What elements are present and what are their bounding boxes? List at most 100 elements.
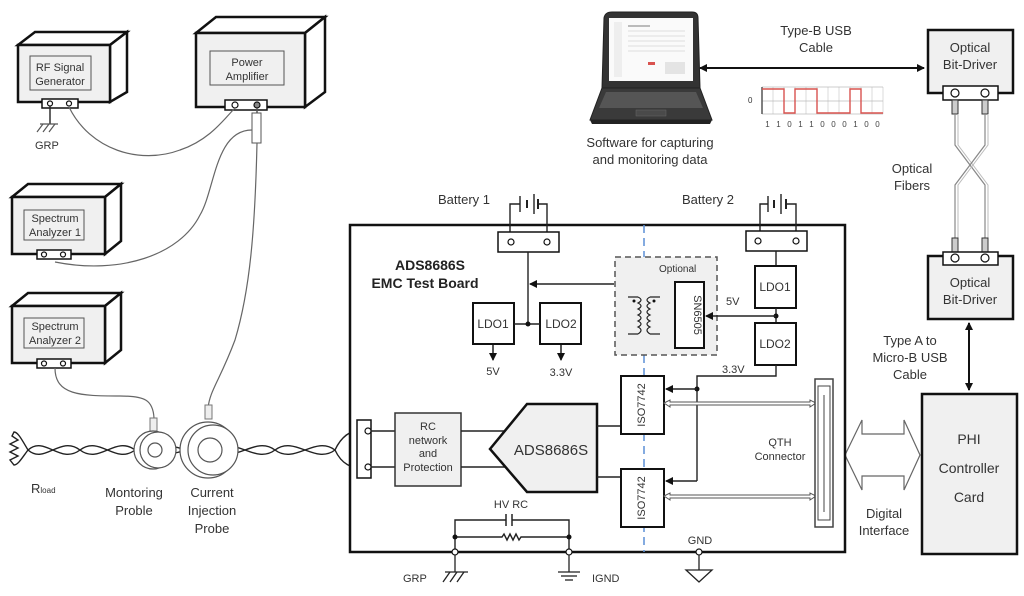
ldo1-right-label: LDO1 bbox=[759, 280, 791, 294]
waveform-bit-label: 0 bbox=[831, 120, 836, 129]
usb-a-label-2: Micro-B USB bbox=[872, 350, 947, 365]
digital-interface-arrow bbox=[844, 419, 921, 491]
injection-probe-label-2: Injection bbox=[188, 503, 236, 518]
rf-generator-port-panel bbox=[41, 98, 79, 109]
waveform-bit-label: 1 bbox=[798, 120, 803, 129]
transformer-icon bbox=[628, 296, 660, 335]
rc-label-4: Protection bbox=[403, 462, 453, 474]
iso7742-bottom bbox=[620, 468, 665, 528]
coupler-to-sa1-cable bbox=[54, 129, 253, 267]
iso-bottom-label: ISO7742 bbox=[636, 476, 648, 519]
monitoring-probe-label-1: Montoring bbox=[105, 485, 163, 500]
5v-right-label: 5V bbox=[726, 296, 740, 308]
rc-label-1: RC bbox=[420, 421, 436, 433]
waveform-bit-label: 0 bbox=[842, 120, 847, 129]
ground-signal-icon bbox=[684, 548, 714, 583]
port-icon bbox=[40, 360, 48, 367]
rload-label: Rload bbox=[31, 481, 56, 496]
battery-1-label: Battery 1 bbox=[438, 192, 490, 207]
waveform-bit-label: 1 bbox=[776, 120, 781, 129]
fibers-label-1: Optical bbox=[892, 161, 933, 176]
digital-interface-label-2: Interface bbox=[859, 523, 910, 538]
controller-label-1: PHI bbox=[957, 431, 980, 447]
adc-ads8686s bbox=[488, 402, 599, 494]
grp-label-bottom: GRP bbox=[403, 573, 427, 585]
port-icon bbox=[253, 101, 261, 109]
rf-generator-label-2: Generator bbox=[35, 76, 85, 88]
rf-generator-label-1: RF Signal bbox=[36, 62, 84, 74]
current-injection-probe bbox=[179, 404, 239, 479]
ldo2-right-label: LDO2 bbox=[759, 337, 791, 351]
power-amplifier-label-1: Power bbox=[231, 57, 263, 69]
port-icon bbox=[231, 101, 239, 109]
sa1-label-2: Analyzer 1 bbox=[29, 227, 81, 239]
ignd-label: IGND bbox=[592, 573, 620, 585]
33v-right-label: 3.3V bbox=[722, 364, 745, 376]
board-title-2: EMC Test Board bbox=[371, 275, 478, 291]
optical-bit-driver-top: Optical Bit-Driver bbox=[926, 28, 1015, 115]
bit-driver-bottom-label-1: Optical bbox=[950, 275, 991, 290]
rf-to-pa-cable bbox=[68, 106, 236, 157]
controller-label-3: Card bbox=[954, 489, 984, 505]
ldo1-right bbox=[754, 265, 797, 309]
injection-probe-label-1: Current bbox=[190, 485, 234, 500]
optical-port-icon bbox=[980, 88, 990, 98]
optical-fibers bbox=[954, 114, 989, 238]
battery-2-icon bbox=[759, 194, 797, 236]
gnd-label: GND bbox=[688, 535, 713, 547]
sa2-to-monitoring-probe-cable bbox=[54, 367, 155, 419]
spectrum-analyzer-1: Spectrum Analyzer 1 bbox=[8, 181, 125, 260]
waveform-bit-label: 1 bbox=[765, 120, 770, 129]
port-icon bbox=[46, 100, 54, 107]
sn6505-label: SN6505 bbox=[691, 295, 703, 335]
waveform-trace bbox=[762, 88, 883, 114]
rload-resistor-icon bbox=[8, 431, 29, 466]
injection-probe-label-3: Probe bbox=[195, 521, 230, 536]
digital-interface-label-1: Digital bbox=[866, 506, 902, 521]
power-amplifier: Power Amplifier bbox=[192, 14, 329, 144]
ldo2-left-label: LDO2 bbox=[545, 317, 577, 331]
usb-b-label-2: Cable bbox=[799, 40, 833, 55]
port-icon bbox=[65, 100, 73, 107]
optical-port-icon bbox=[950, 253, 960, 263]
optional-label: Optional bbox=[659, 264, 696, 275]
waveform-bit-label: 1 bbox=[809, 120, 814, 129]
port-icon bbox=[59, 360, 67, 367]
qth-label-2: Connector bbox=[755, 451, 806, 463]
software-label-1: Software for capturing bbox=[586, 135, 713, 150]
battery-1-icon bbox=[509, 194, 548, 236]
bit-driver-top-label-2: Bit-Driver bbox=[943, 57, 998, 72]
waveform-bit-label: 0 bbox=[820, 120, 825, 129]
monitoring-probe bbox=[133, 417, 177, 470]
optional-isolated-supply: Optional SN6505 bbox=[614, 256, 718, 356]
ground-chassis-icon bbox=[36, 123, 58, 133]
phi-controller-card: PHI Controller Card bbox=[920, 392, 1019, 556]
ground-earth-icon bbox=[558, 555, 580, 581]
rc-network-protection bbox=[394, 412, 462, 487]
hv-rc-label: HV RC bbox=[494, 499, 528, 511]
ldo1-left-output: 5V bbox=[486, 366, 500, 378]
port-icon bbox=[59, 251, 67, 258]
port-icon bbox=[40, 251, 48, 258]
sa1-label-1: Spectrum bbox=[31, 213, 78, 225]
usb-a-label-3: Cable bbox=[893, 367, 927, 382]
ground-chassis-icon bbox=[442, 555, 468, 583]
adc-label: ADS8686S bbox=[514, 442, 588, 459]
coupler-icon bbox=[251, 112, 262, 144]
rc-label-2: network bbox=[409, 435, 448, 447]
waveform-bit-label: 0 bbox=[864, 120, 869, 129]
optical-port-icon bbox=[950, 88, 960, 98]
power-amplifier-label-2: Amplifier bbox=[226, 71, 269, 83]
usb-a-label-1: Type A to bbox=[883, 333, 937, 348]
battery-2-label: Battery 2 bbox=[682, 192, 734, 207]
ldo1-left-label: LDO1 bbox=[477, 317, 509, 331]
waveform-bit-label: 1 bbox=[853, 120, 858, 129]
monitoring-probe-label-2: Proble bbox=[115, 503, 153, 518]
bit-driver-bottom-label-2: Bit-Driver bbox=[943, 292, 998, 307]
bit-driver-top-label-1: Optical bbox=[950, 40, 991, 55]
iso7742-top bbox=[620, 375, 665, 435]
spectrum-analyzer-2: Spectrum Analyzer 2 bbox=[8, 290, 125, 369]
fibers-label-2: Fibers bbox=[894, 178, 931, 193]
